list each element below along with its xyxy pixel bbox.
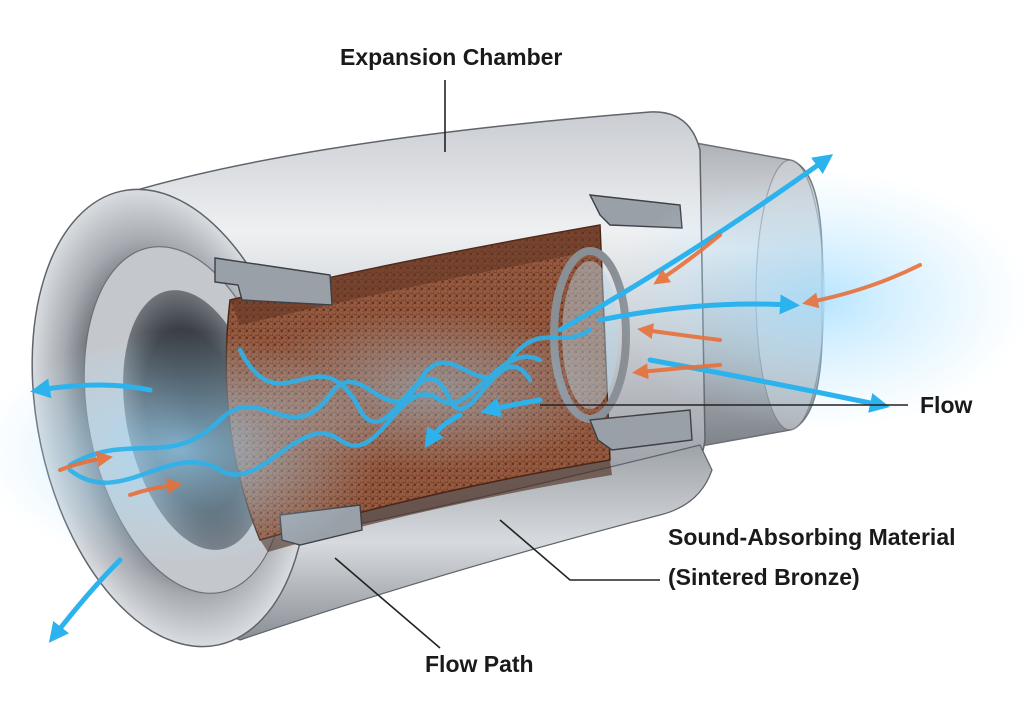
leader-lines — [334, 80, 908, 649]
flow-arrows-blue — [30, 154, 890, 643]
label-flow-path: Flow Path — [425, 651, 534, 677]
leader-sound-absorbing — [499, 519, 660, 581]
leader-flow-path — [334, 557, 441, 649]
label-sound-absorbing-material: Sound-Absorbing Material — [668, 524, 956, 550]
label-flow: Flow — [920, 392, 973, 418]
helical-flow-path — [67, 327, 593, 485]
flow-arrows-orange — [58, 233, 922, 497]
label-expansion-chamber: Expansion Chamber — [340, 44, 563, 70]
label-sintered-bronze: (Sintered Bronze) — [668, 564, 860, 590]
